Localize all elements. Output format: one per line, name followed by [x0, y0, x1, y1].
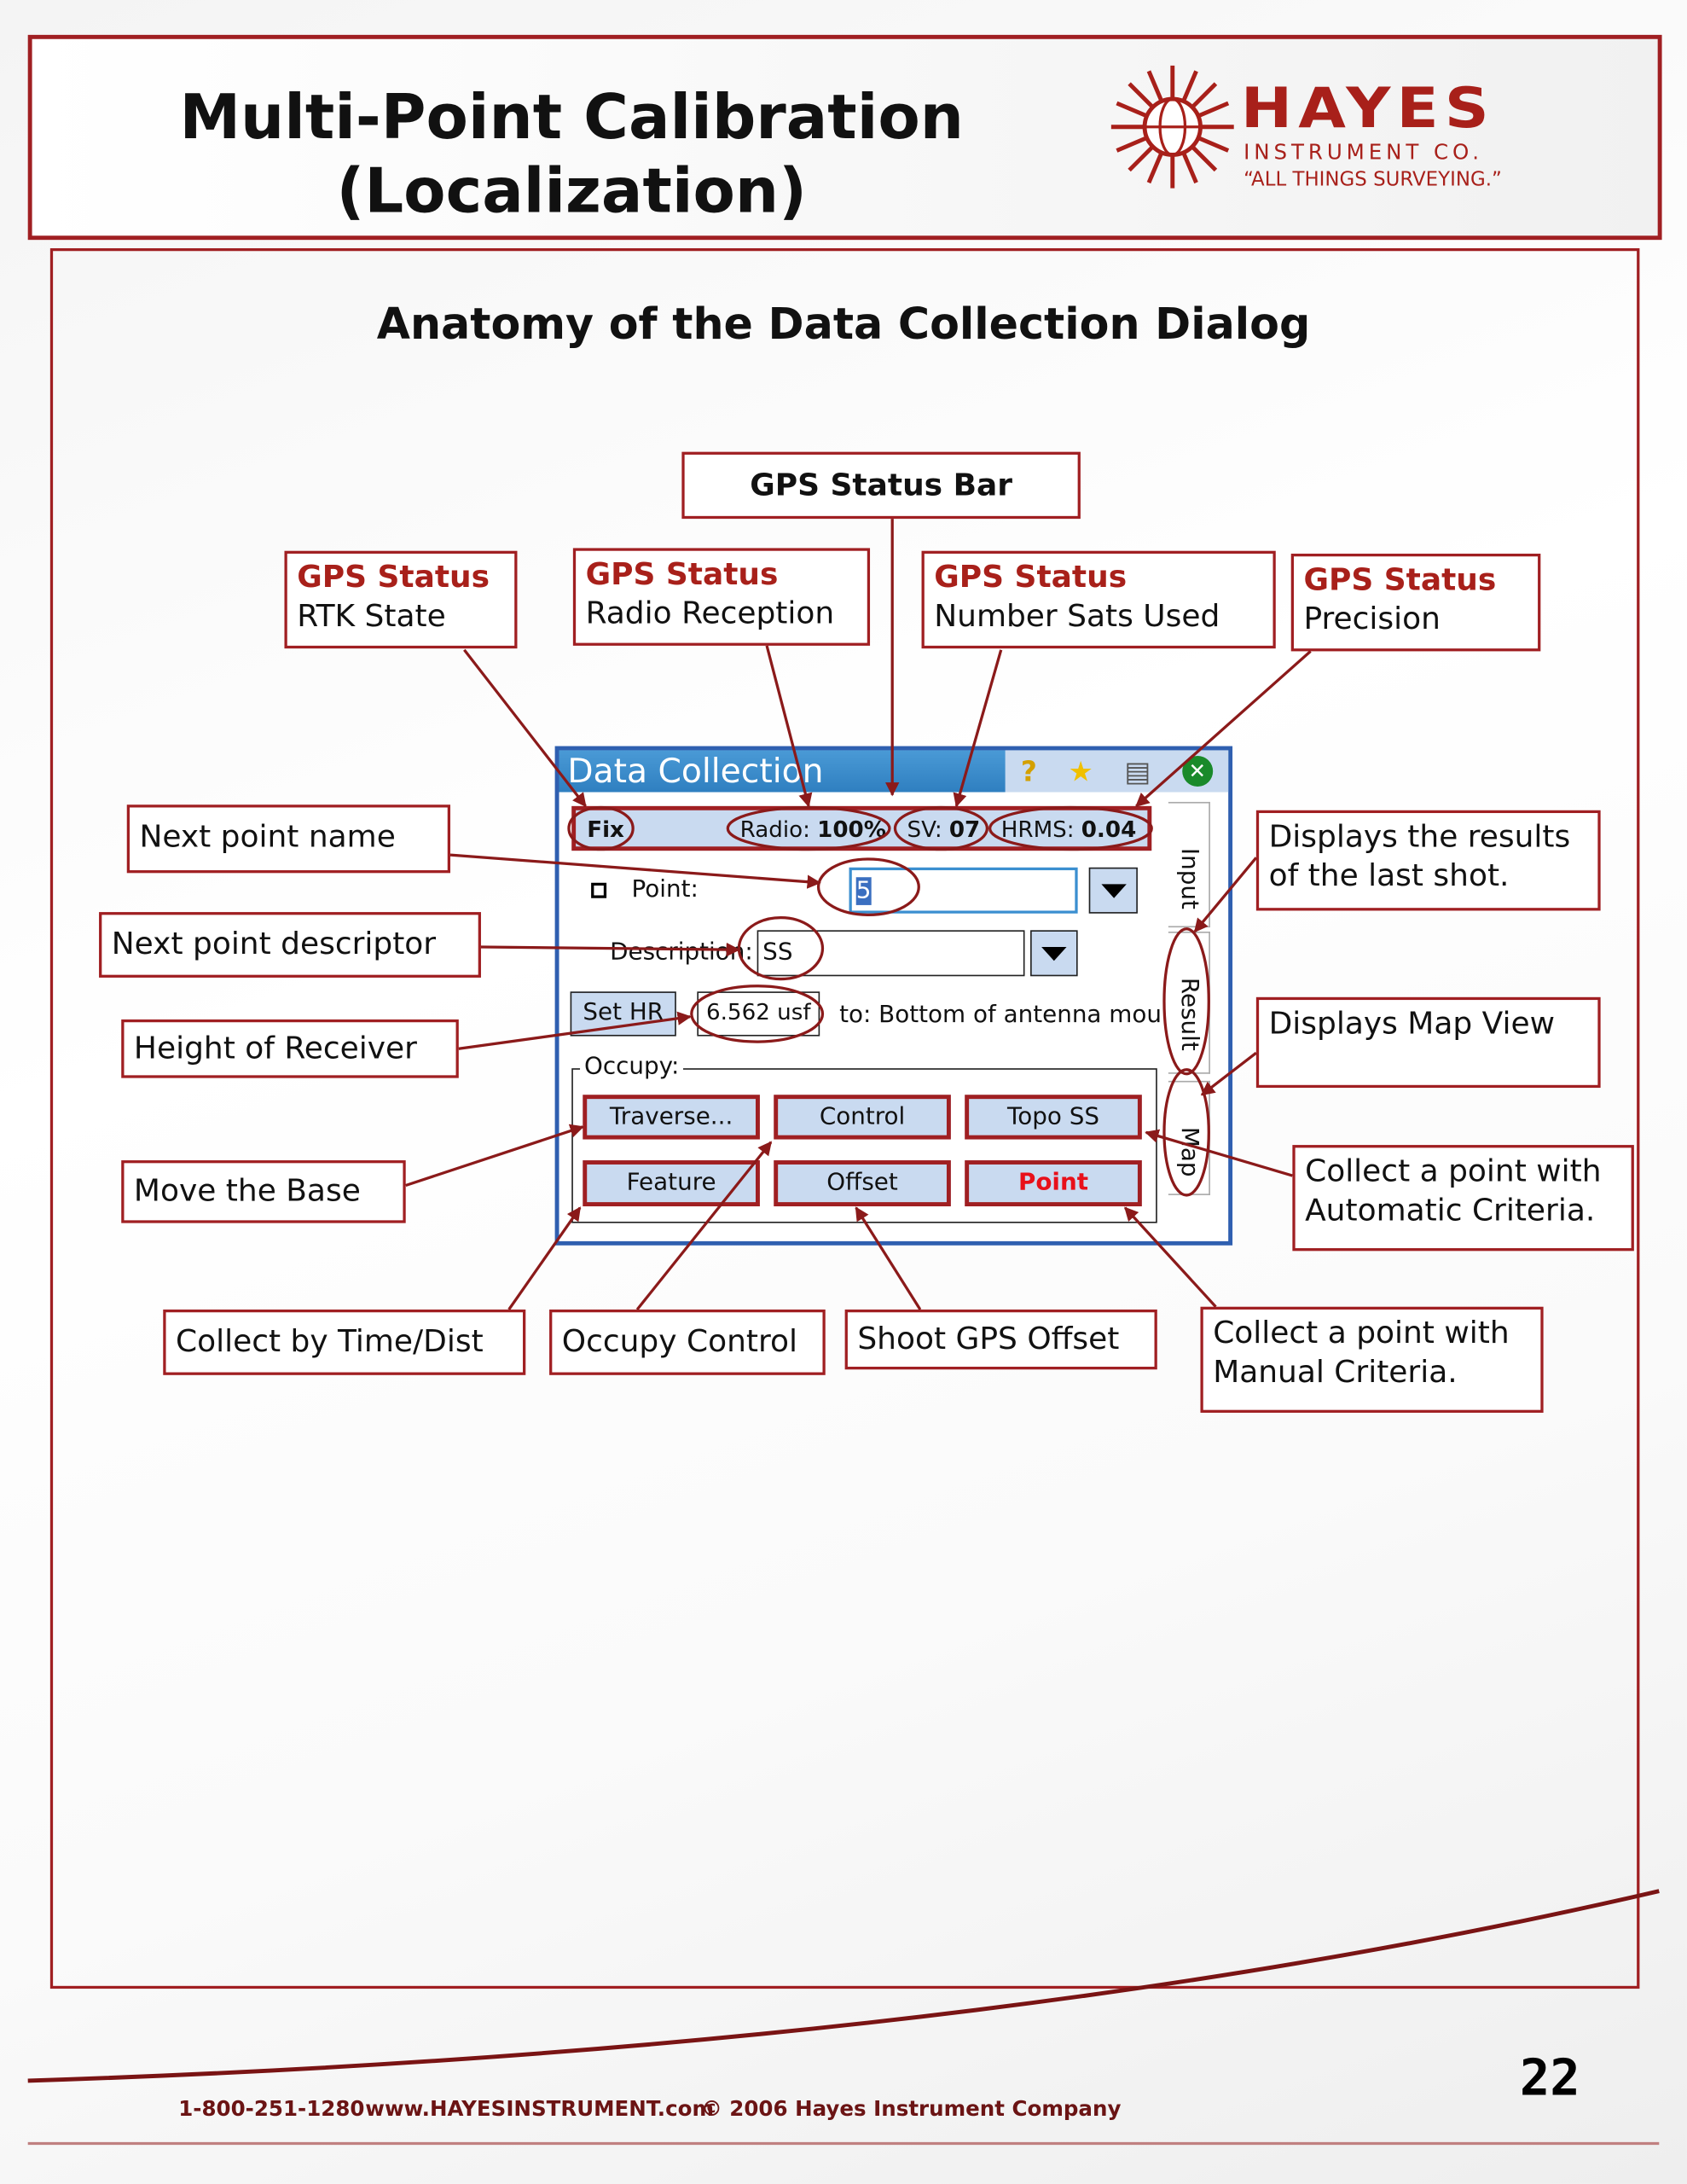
occupy-label: Occupy:: [580, 1053, 684, 1081]
arrow-descriptor: [480, 942, 741, 957]
highlight-point: [816, 857, 920, 916]
callout-title: GPS Status: [934, 561, 1128, 596]
arrow-precision: [1135, 650, 1312, 808]
arrow-height: [458, 1011, 692, 1050]
callout-results: Displays the results of the last shot.: [1255, 810, 1601, 911]
control-button[interactable]: Control: [774, 1095, 951, 1140]
hrms-label: HRMS:: [1000, 815, 1075, 842]
callout-automatic-criteria: Collect a point with Automatic Criteria.: [1292, 1145, 1634, 1252]
arrow-map: [1200, 1051, 1257, 1096]
callout-next-point-name: Next point name: [126, 804, 451, 874]
radio-value: 100%: [817, 815, 886, 842]
description-dropdown-button[interactable]: [1030, 930, 1078, 977]
rtk-state: Fix: [587, 815, 624, 842]
arrow-offset: [855, 1206, 922, 1310]
point-input[interactable]: 5: [849, 867, 1078, 914]
highlight-sv: [893, 805, 989, 851]
highlight-result-tab: [1162, 927, 1210, 1076]
footer-website[interactable]: www.HAYESINSTRUMENT.com: [365, 2095, 715, 2122]
sv-value: 07: [948, 815, 981, 842]
highlight-desc: [737, 915, 825, 981]
highlight-map-tab: [1162, 1068, 1210, 1197]
callout-gps-offset: Shoot GPS Offset: [844, 1309, 1157, 1370]
arrow-move-base: [405, 1124, 584, 1188]
arrow-occupy-control: [635, 1141, 773, 1311]
callout-manual-criteria: Collect a point with Manual Criteria.: [1200, 1306, 1544, 1413]
page-title-line1: Multi-Point Calibration: [179, 82, 964, 154]
help-icon[interactable]: ?: [1020, 754, 1037, 788]
hr-measure-to: to: Bottom of antenna mou: [839, 1001, 1161, 1030]
radio-label: Radio:: [739, 815, 810, 842]
dialog-title: Data Collection: [567, 752, 824, 791]
hayes-logo: HAYES INSTRUMENT CO. “ALL THINGS SURVEYI…: [1109, 63, 1527, 202]
callout-time-dist: Collect by Time/Dist: [163, 1309, 526, 1375]
logo-name: HAYES: [1240, 76, 1495, 142]
footer-copyright: © 2006 Hayes Instrument Company: [701, 2095, 1122, 2122]
callout-text: RTK State: [297, 599, 446, 635]
content-frame: [49, 247, 1640, 1989]
callout-occupy-control: Occupy Control: [549, 1309, 826, 1375]
callout-map-view: Displays Map View: [1255, 996, 1601, 1089]
callout-height-of-receiver: Height of Receiver: [121, 1019, 459, 1078]
sunburst-globe-icon: [1110, 65, 1234, 189]
tab-input[interactable]: Input: [1168, 801, 1210, 928]
callout-gps-status-bar: GPS Status Bar: [681, 451, 1081, 520]
arrow-time-dist: [507, 1206, 582, 1310]
point-label: Point:: [631, 875, 699, 904]
callout-title: GPS Status: [1303, 563, 1497, 599]
highlight-hrms: [988, 805, 1153, 851]
highlight-fix: [567, 805, 635, 851]
section-heading: Anatomy of the Data Collection Dialog: [376, 299, 1311, 351]
point-button[interactable]: Point: [965, 1160, 1142, 1207]
arrow-radio: [765, 645, 813, 808]
checklist-icon[interactable]: ▤: [1124, 754, 1151, 788]
page-title-line2: (Localization): [336, 156, 807, 228]
set-hr-button[interactable]: Set HR: [570, 991, 676, 1037]
arrow-sats: [953, 649, 1003, 808]
tab-label: Map: [1175, 1126, 1203, 1177]
logo-company: INSTRUMENT CO.: [1244, 139, 1483, 165]
highlight-radio: [726, 805, 891, 851]
page-number: 22: [1519, 2050, 1580, 2108]
point-bullet-icon: [591, 882, 607, 898]
favorites-star-icon[interactable]: ★: [1068, 754, 1093, 788]
callout-text: Radio Reception: [585, 596, 835, 632]
point-value: 5: [855, 877, 872, 905]
arrow-results: [1193, 857, 1258, 933]
tab-label: Input: [1175, 847, 1203, 909]
highlight-hr: [690, 985, 825, 1043]
topo-ss-button[interactable]: Topo SS: [965, 1095, 1142, 1140]
feature-button[interactable]: Feature: [583, 1160, 760, 1207]
arrow-manual: [1123, 1206, 1217, 1308]
callout-next-point-descriptor: Next point descriptor: [99, 912, 481, 978]
arrow-auto: [1145, 1129, 1293, 1177]
callout-title: GPS Status: [585, 557, 779, 593]
logo-tagline: “ALL THINGS SURVEYING.”: [1244, 168, 1502, 191]
hrms-value: 0.04: [1081, 815, 1137, 842]
arrow-next-point: [449, 853, 821, 889]
header: [27, 34, 1662, 241]
hr-value-input[interactable]: 6.562 usf: [697, 991, 820, 1037]
tab-label: Result: [1175, 977, 1203, 1051]
description-input[interactable]: SS: [757, 930, 1025, 977]
traverse-button[interactable]: Traverse...: [583, 1095, 760, 1140]
arrow-rtk: [463, 648, 587, 808]
offset-button[interactable]: Offset: [774, 1160, 951, 1207]
callout-move-base: Move the Base: [121, 1160, 406, 1223]
sv-label: SV:: [907, 815, 942, 842]
callout-text: Precision: [1303, 602, 1441, 638]
point-dropdown-button[interactable]: [1088, 867, 1138, 914]
footer-curve: [27, 1889, 1660, 2083]
callout-text: Number Sats Used: [934, 599, 1220, 635]
footer-phone: 1-800-251-1280: [178, 2095, 365, 2122]
callout-title: GPS Status: [297, 561, 490, 596]
